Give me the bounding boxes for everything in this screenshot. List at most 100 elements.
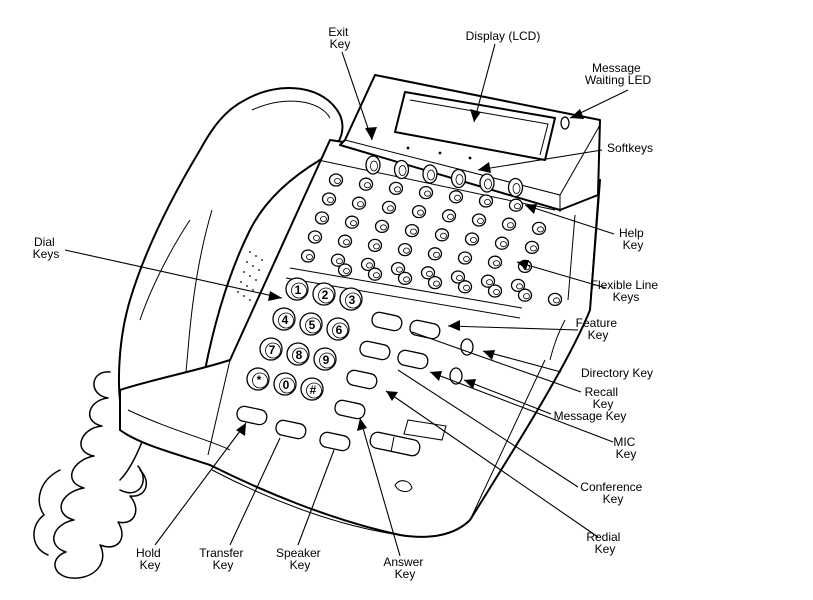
flexible-line-key[interactable] bbox=[397, 271, 413, 286]
flexible-line-key[interactable] bbox=[330, 253, 346, 267]
flexible-line-key[interactable] bbox=[531, 221, 547, 236]
flexible-line-key[interactable] bbox=[358, 177, 374, 191]
softkey[interactable] bbox=[450, 168, 467, 189]
flexible-line-key[interactable] bbox=[427, 275, 443, 290]
flexible-line-key[interactable] bbox=[448, 190, 464, 204]
flexible-line-key[interactable] bbox=[388, 181, 404, 196]
flexible-line-key[interactable] bbox=[367, 238, 383, 253]
flexible-line-key[interactable] bbox=[351, 196, 367, 210]
dial-key-label: 3 bbox=[349, 293, 356, 307]
dial-key-label: 7 bbox=[269, 343, 276, 357]
dial-key[interactable]: 1 bbox=[285, 277, 309, 301]
dial-key[interactable]: 5 bbox=[299, 312, 323, 336]
flexible-line-key[interactable] bbox=[508, 198, 524, 212]
flexible-line-key[interactable] bbox=[427, 247, 443, 261]
dial-key-label: 8 bbox=[296, 348, 303, 362]
lcd-display bbox=[394, 91, 556, 161]
flexible-line-keys bbox=[300, 173, 563, 307]
dial-key-label: 5 bbox=[309, 318, 316, 332]
flexible-line-key[interactable] bbox=[547, 292, 563, 307]
flexible-line-key[interactable] bbox=[457, 280, 473, 294]
feature-key[interactable] bbox=[371, 311, 403, 332]
dial-key-label: # bbox=[310, 383, 317, 397]
flexible-line-key[interactable] bbox=[517, 288, 533, 302]
dial-key[interactable]: 2 bbox=[312, 282, 336, 306]
flexible-line-key[interactable] bbox=[494, 236, 510, 250]
softkey[interactable] bbox=[479, 173, 495, 193]
flexible-line-key[interactable] bbox=[314, 211, 330, 225]
phone-base bbox=[119, 74, 601, 538]
dial-key[interactable]: # bbox=[300, 377, 324, 401]
label-speaker-key: Speaker Key bbox=[276, 546, 324, 572]
volume-key[interactable] bbox=[369, 431, 421, 457]
dial-key-label: 9 bbox=[323, 353, 330, 367]
transfer-key[interactable] bbox=[275, 419, 307, 440]
recall-key[interactable] bbox=[397, 349, 429, 370]
dial-key[interactable]: 7 bbox=[259, 337, 283, 361]
redial-key[interactable] bbox=[346, 369, 378, 390]
label-answer-key: Answer Key bbox=[383, 555, 426, 581]
label-softkeys: Softkeys bbox=[607, 141, 653, 155]
flexible-line-key[interactable] bbox=[307, 230, 323, 244]
speaker-key[interactable] bbox=[319, 431, 351, 452]
flexible-line-key[interactable] bbox=[441, 209, 457, 223]
answer-key[interactable] bbox=[334, 399, 366, 420]
flexible-line-key[interactable] bbox=[464, 232, 480, 246]
flexible-line-key[interactable] bbox=[328, 173, 344, 187]
dial-key[interactable]: 8 bbox=[286, 342, 310, 366]
flexible-line-key[interactable] bbox=[487, 284, 503, 298]
dial-key[interactable]: 6 bbox=[326, 317, 350, 341]
conference-key[interactable] bbox=[359, 340, 391, 361]
flexible-line-key[interactable] bbox=[524, 240, 540, 255]
flexible-line-key[interactable] bbox=[344, 215, 360, 229]
flexible-line-key[interactable] bbox=[404, 223, 420, 238]
dial-key[interactable]: * bbox=[246, 367, 270, 391]
flexible-line-key[interactable] bbox=[337, 234, 353, 248]
flexible-line-key[interactable] bbox=[478, 194, 494, 208]
flexible-line-key[interactable] bbox=[418, 185, 434, 200]
flexible-line-key[interactable] bbox=[487, 255, 503, 269]
flexible-line-key[interactable] bbox=[374, 219, 390, 234]
message-key[interactable] bbox=[449, 367, 463, 385]
hold-key[interactable] bbox=[236, 405, 268, 426]
dial-key[interactable]: 4 bbox=[272, 307, 296, 331]
dial-key[interactable]: 0 bbox=[273, 372, 297, 396]
dial-key[interactable]: 9 bbox=[313, 347, 337, 371]
flexible-line-key[interactable] bbox=[390, 261, 406, 276]
flexible-line-key[interactable] bbox=[397, 242, 413, 257]
flexible-line-key[interactable] bbox=[360, 257, 376, 272]
flexible-line-key[interactable] bbox=[300, 249, 316, 263]
flexible-line-key[interactable] bbox=[457, 251, 473, 265]
flexible-line-key[interactable] bbox=[367, 267, 383, 281]
flexible-line-key[interactable] bbox=[510, 278, 526, 293]
flexible-line-key[interactable] bbox=[420, 266, 436, 280]
dial-key-label: 2 bbox=[322, 288, 329, 302]
flexible-line-key[interactable] bbox=[471, 213, 487, 227]
flexible-line-key[interactable] bbox=[381, 200, 397, 215]
flexible-line-key[interactable] bbox=[434, 228, 450, 242]
softkeys-row bbox=[365, 155, 524, 198]
flexible-line-key[interactable] bbox=[480, 274, 496, 288]
arrowheads bbox=[236, 109, 584, 436]
softkey[interactable] bbox=[507, 177, 524, 198]
softkey[interactable] bbox=[393, 159, 410, 180]
flexible-line-key[interactable] bbox=[411, 204, 427, 219]
softkey[interactable] bbox=[365, 155, 381, 175]
dial-key-label: 6 bbox=[336, 323, 343, 337]
flexible-line-key[interactable] bbox=[501, 217, 517, 231]
flexible-line-key[interactable] bbox=[337, 263, 353, 277]
flexible-line-key[interactable] bbox=[321, 192, 337, 206]
flexible-line-key[interactable] bbox=[450, 270, 466, 284]
handset-grille bbox=[237, 251, 263, 301]
dial-key-label: 1 bbox=[295, 283, 302, 297]
label-exit-key: Exit Key bbox=[328, 25, 351, 51]
label-mic-key: MIC Key bbox=[613, 435, 638, 461]
label-message-key: Message Key bbox=[554, 409, 627, 423]
softkey[interactable] bbox=[422, 164, 438, 184]
dial-key[interactable]: 3 bbox=[339, 287, 363, 311]
label-flexible-line-keys: Flexible Line Keys bbox=[591, 278, 662, 304]
function-keys bbox=[236, 311, 474, 457]
label-recall-key: Recall Key bbox=[585, 385, 622, 411]
